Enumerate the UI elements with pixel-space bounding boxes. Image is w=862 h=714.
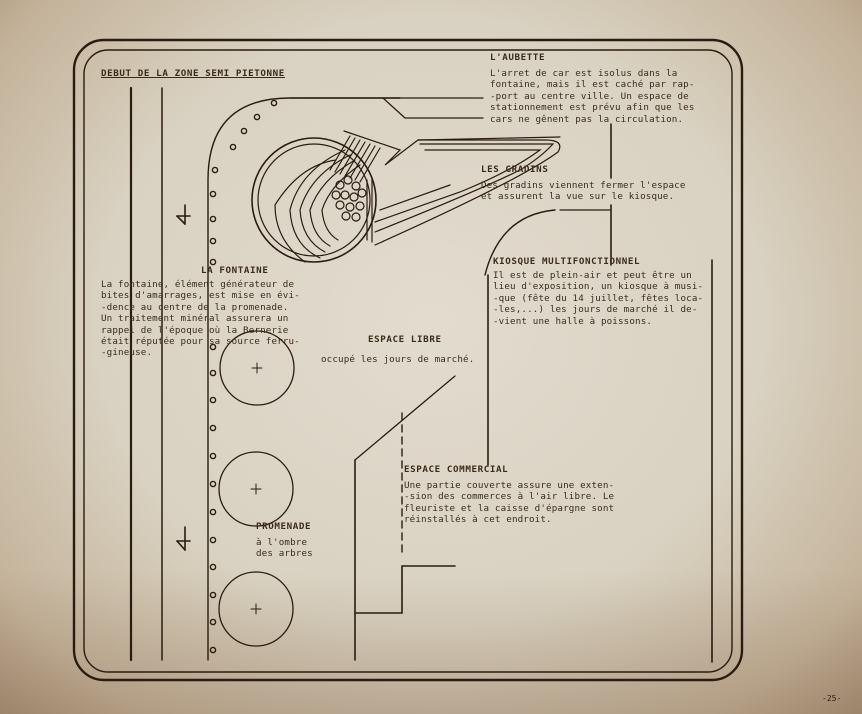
espace-libre-title: ESPACE LIBRE xyxy=(368,334,442,345)
espace-commercial-line: fleuriste et la caisse d'épargne sont xyxy=(404,502,615,514)
espace-commercial-line: réinstallés à cet endroit. xyxy=(404,514,552,526)
promenade-line: des arbres xyxy=(256,548,313,559)
page-number: -25- xyxy=(822,694,842,703)
kiosque-line: lieu d'exposition, un kiosque à musi- xyxy=(493,281,704,293)
aubette-line: stationnement est prévu afin que les xyxy=(490,102,695,114)
gradins-steps xyxy=(329,130,561,246)
fontaine-description: La fontaine, élément générateur de bites… xyxy=(101,279,300,359)
fontaine-line: -dence au centre de la promenade. xyxy=(101,301,289,313)
arrow-down-icon-2 xyxy=(176,526,191,551)
fontaine-line: -gineuse. xyxy=(101,347,153,359)
kiosque-line: -les,...) les jours de marché il de- xyxy=(493,304,698,316)
espace-commercial-description: Une partie couverte assure une exten- -s… xyxy=(404,480,614,526)
aubette-description: L'arret de car est isolus dans la fontai… xyxy=(490,68,695,125)
espace-commercial-title: ESPACE COMMERCIAL xyxy=(404,464,509,475)
kiosque-outline xyxy=(484,209,556,276)
kiosque-line: -que (fête du 14 juillet, fêtes loca- xyxy=(493,292,704,304)
bollards xyxy=(209,99,278,654)
kiosque-line: -vient une halle à poissons. xyxy=(493,315,653,327)
fontaine-line: Un traitement minéral assurera un xyxy=(101,313,289,325)
tree-centers xyxy=(250,362,263,615)
espace-commercial-line: Une partie couverte assure une exten- xyxy=(404,480,615,491)
inner-frame xyxy=(83,49,733,673)
promenade-line: à l'ombre xyxy=(256,537,308,548)
espace-libre-line: occupé les jours de marché. xyxy=(321,354,475,365)
kiosque-description: Il est de plein-air et peut être un lieu… xyxy=(493,270,703,327)
aubette-line: -port au centre ville. Un espace de xyxy=(490,90,689,102)
gradins-title: LES GRADINS xyxy=(481,164,549,175)
promenade-title: PROMENADE xyxy=(256,521,312,532)
arrow-down-icon-1 xyxy=(176,204,191,225)
trees xyxy=(218,330,295,647)
kiosque-line: Il est de plein-air et peut être un xyxy=(493,270,692,281)
kiosque-title: KIOSQUE MULTIFONCTIONNEL xyxy=(493,256,641,267)
fontaine-line: était réputée pour sa source ferru- xyxy=(101,336,300,348)
gradins-line: Des gradins viennent fermer l'espace xyxy=(481,180,686,191)
espace-commercial-line: -sion des commerces à l'air libre. Le xyxy=(404,491,615,503)
fountain xyxy=(251,137,377,263)
aubette-line: cars ne gênent pas la circulation. xyxy=(490,113,684,125)
fontaine-line: rappel de l'époque où la Bernerie xyxy=(101,324,289,336)
gradins-description: Des gradins viennent fermer l'espace et … xyxy=(481,180,686,203)
promenade-edge xyxy=(207,97,401,661)
gradins-line: et assurent la vue sur le kiosque. xyxy=(481,191,675,203)
aubette-line: fontaine, mais il est caché par rap- xyxy=(490,79,695,91)
fontaine-title: LA FONTAINE xyxy=(201,265,269,276)
aubette-title: L'AUBETTE xyxy=(490,52,546,63)
aubette-line-top xyxy=(289,97,484,119)
aubette-line: L'arret de car est isolus dans la xyxy=(490,68,678,79)
zone-title: DEBUT DE LA ZONE SEMI PIETONNE xyxy=(101,68,285,79)
fontaine-line: La fontaine, élément générateur de xyxy=(101,279,295,290)
fontaine-line: bites d'amarrages, est mise en évi- xyxy=(101,290,300,302)
outer-frame xyxy=(72,38,744,682)
espace-libre-diagonal xyxy=(354,375,456,461)
